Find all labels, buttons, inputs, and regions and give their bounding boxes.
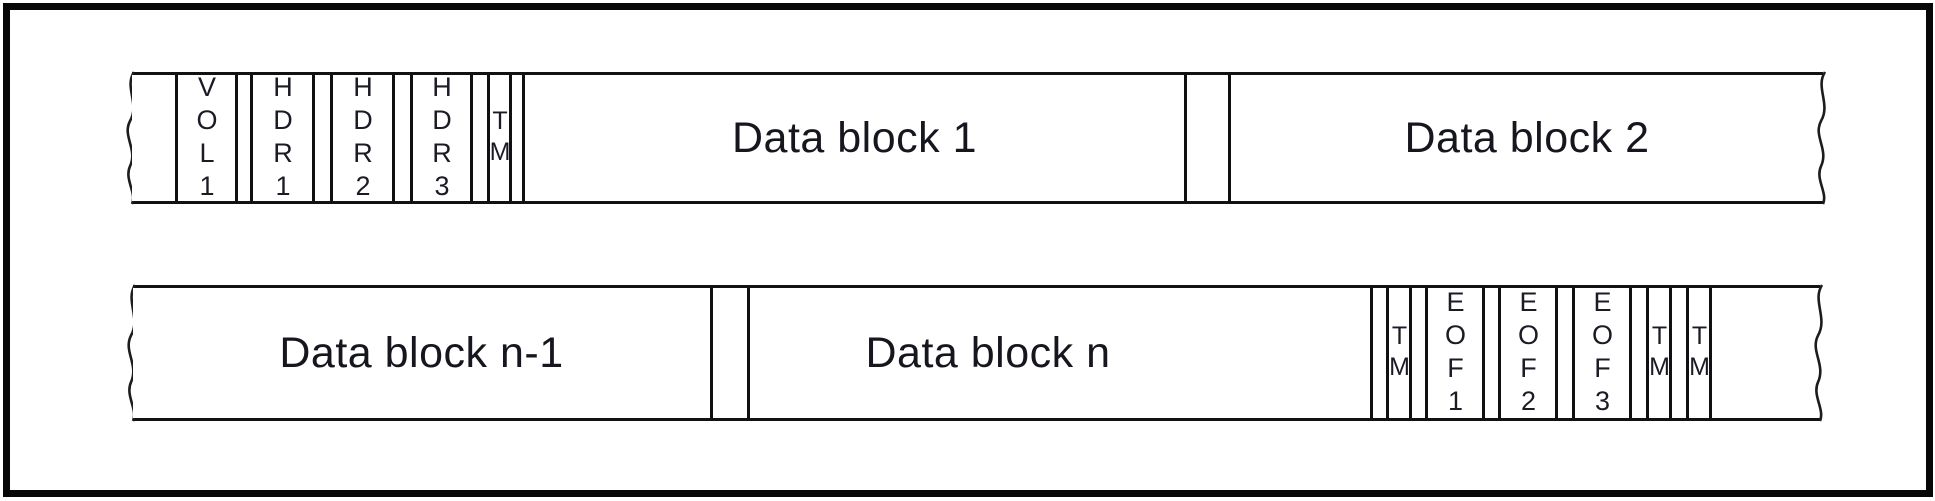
cell-hdr3-label: HDR3	[427, 72, 457, 204]
cell-hdr2: HDR2	[330, 72, 395, 204]
inter-record-gap	[395, 75, 410, 201]
cell-hdr2-label: HDR2	[348, 72, 378, 204]
tape-trailer-gap	[1712, 288, 1820, 418]
cell-tape-mark-3: TM	[1685, 288, 1714, 418]
inter-record-gap	[1632, 288, 1646, 418]
cell-tape-mark-label: TM	[486, 107, 514, 169]
outer-frame	[3, 3, 1933, 497]
cell-eof2: EOF2	[1498, 287, 1558, 419]
inter-record-gap	[1672, 288, 1686, 418]
inter-record-gap	[1373, 288, 1386, 418]
cell-eof2-label: EOF2	[1513, 287, 1544, 419]
cell-data-block-n-1-label: Data block n-1	[279, 328, 564, 377]
cell-eof3: EOF3	[1572, 287, 1632, 419]
cell-tape-mark-1: TM	[1385, 288, 1414, 418]
cell-data-block-1-label: Data block 1	[731, 113, 978, 162]
cell-tape-mark-2: TM	[1645, 288, 1674, 418]
inter-block-gap	[713, 288, 747, 418]
inter-record-gap	[473, 75, 487, 201]
cell-data-block-1: Data block 1	[522, 75, 1187, 201]
inter-record-gap	[512, 75, 522, 201]
inter-record-gap	[1485, 288, 1498, 418]
cell-eof1: EOF1	[1425, 287, 1485, 419]
cell-eof1-label: EOF1	[1440, 287, 1471, 419]
cell-tape-mark-1-label: TM	[1385, 322, 1414, 384]
cell-data-block-2: Data block 2	[1228, 75, 1823, 201]
cell-vol1: VOL1	[175, 72, 238, 204]
cell-data-block-n-label: Data block n	[865, 328, 1111, 377]
cell-data-block-2-label: Data block 2	[1404, 113, 1650, 162]
cell-eof3-label: EOF3	[1587, 287, 1618, 419]
inter-block-gap	[1187, 75, 1228, 201]
inter-record-gap	[315, 75, 330, 201]
cell-tape-mark-2-label: TM	[1645, 322, 1674, 384]
tape-strip-top: VOL1 HDR1 HDR2 HDR3 TM Data block 1 Data…	[126, 71, 1827, 205]
tape-strip-bottom: Data block n-1 Data block n TM EOF1 EOF2…	[127, 284, 1824, 422]
inter-record-gap	[238, 75, 250, 201]
cell-tape-mark-3-label: TM	[1685, 322, 1714, 384]
cell-hdr3: HDR3	[410, 72, 473, 204]
tape-lead-in-gap	[132, 75, 175, 201]
cell-hdr1-label: HDR1	[268, 72, 298, 204]
inter-record-gap	[1412, 288, 1425, 418]
cell-data-block-n: Data block n	[747, 288, 1373, 418]
cell-tape-mark: TM	[486, 75, 514, 201]
inter-record-gap	[1558, 288, 1572, 418]
cell-vol1-label: VOL1	[192, 72, 222, 204]
cell-hdr1: HDR1	[250, 72, 315, 204]
cell-data-block-n-1: Data block n-1	[133, 288, 713, 418]
